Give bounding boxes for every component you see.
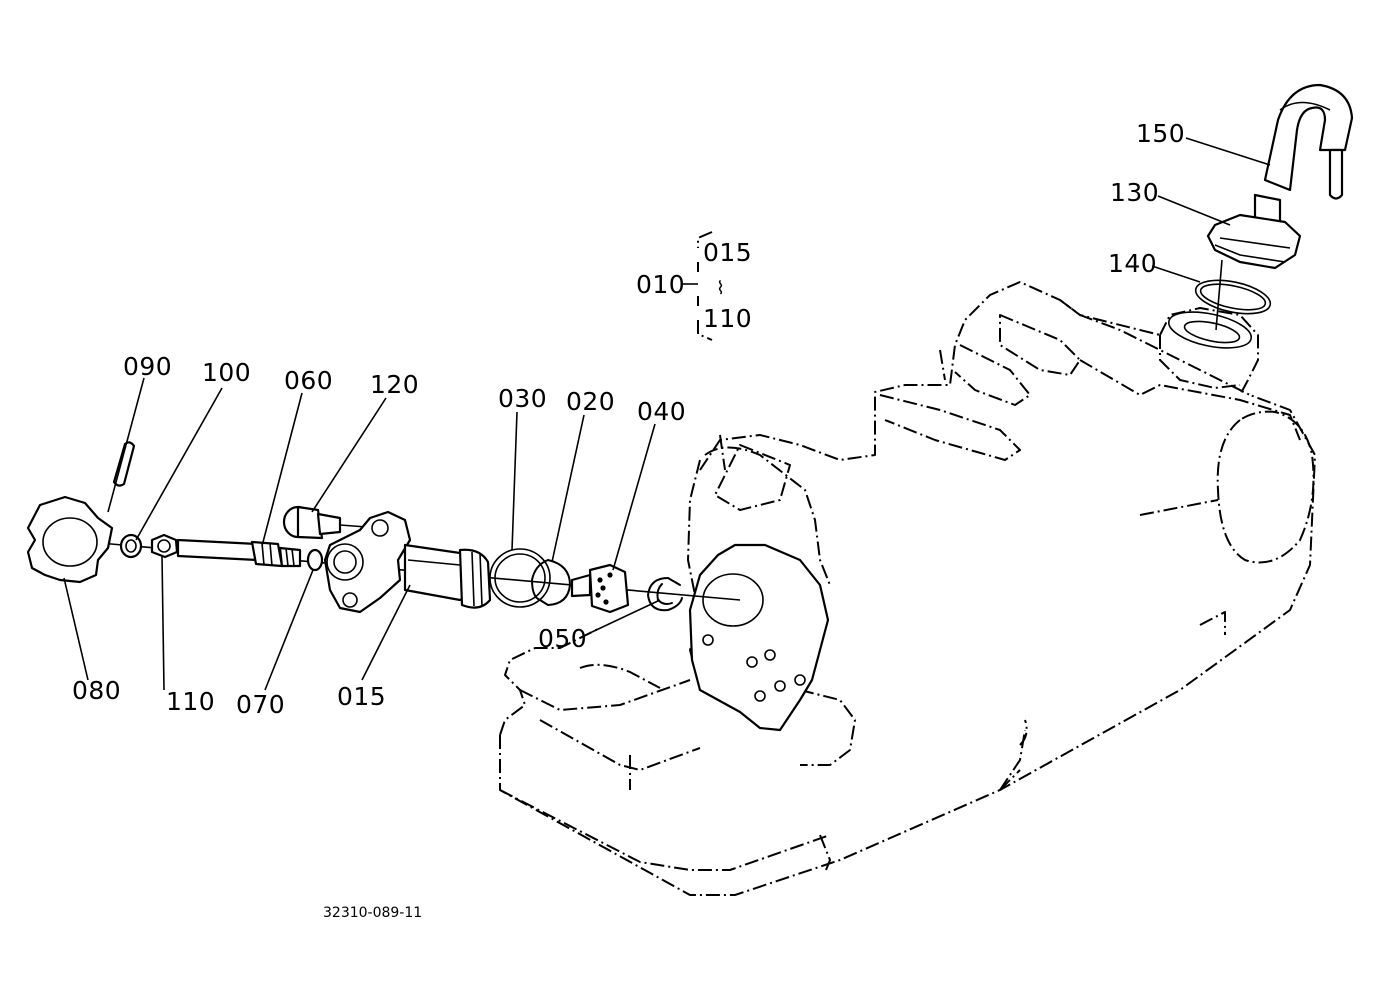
engine-block-outline bbox=[499, 281, 1316, 896]
label-090: 090 bbox=[123, 352, 172, 381]
part-labels: 010 015 ⌇ 110 150 130 140 090 100 060 12… bbox=[72, 119, 1185, 921]
label-010: 010 bbox=[636, 270, 685, 299]
spool-040 bbox=[570, 563, 630, 614]
plug-120 bbox=[282, 505, 381, 540]
washer-100 bbox=[119, 533, 143, 559]
knob-080 bbox=[26, 495, 114, 584]
label-110-group: 110 bbox=[703, 304, 752, 333]
housing-015 bbox=[323, 510, 492, 614]
o-ring-070 bbox=[306, 548, 324, 572]
breather-cap-130 bbox=[1206, 193, 1302, 270]
group-range-mark: ⌇ bbox=[716, 278, 725, 299]
shaft-060 bbox=[176, 538, 302, 568]
label-015: 015 bbox=[337, 682, 386, 711]
label-060: 060 bbox=[284, 366, 333, 395]
nut-110 bbox=[150, 533, 179, 559]
label-030: 030 bbox=[498, 384, 547, 413]
o-ring-140 bbox=[1194, 279, 1272, 315]
snap-ring-050 bbox=[647, 577, 683, 612]
label-015-group: 015 bbox=[703, 238, 752, 267]
label-070: 070 bbox=[236, 690, 285, 719]
breather-hose-150 bbox=[1263, 83, 1354, 200]
label-130: 130 bbox=[1110, 178, 1159, 207]
label-080: 080 bbox=[72, 676, 121, 705]
drawing-code: 32310-089-11 bbox=[323, 905, 422, 921]
label-150: 150 bbox=[1136, 119, 1185, 148]
front-cover-plate bbox=[688, 543, 830, 732]
o-ring-030 bbox=[489, 548, 551, 608]
leader-lines bbox=[63, 137, 1271, 691]
filler-port bbox=[1167, 259, 1253, 349]
label-120: 120 bbox=[370, 370, 419, 399]
label-020: 020 bbox=[566, 387, 615, 416]
label-140: 140 bbox=[1108, 249, 1157, 278]
label-100: 100 bbox=[202, 358, 251, 387]
label-110: 110 bbox=[166, 687, 215, 716]
label-050: 050 bbox=[538, 624, 587, 653]
label-040: 040 bbox=[637, 397, 686, 426]
snap-ring-020 bbox=[531, 559, 571, 606]
